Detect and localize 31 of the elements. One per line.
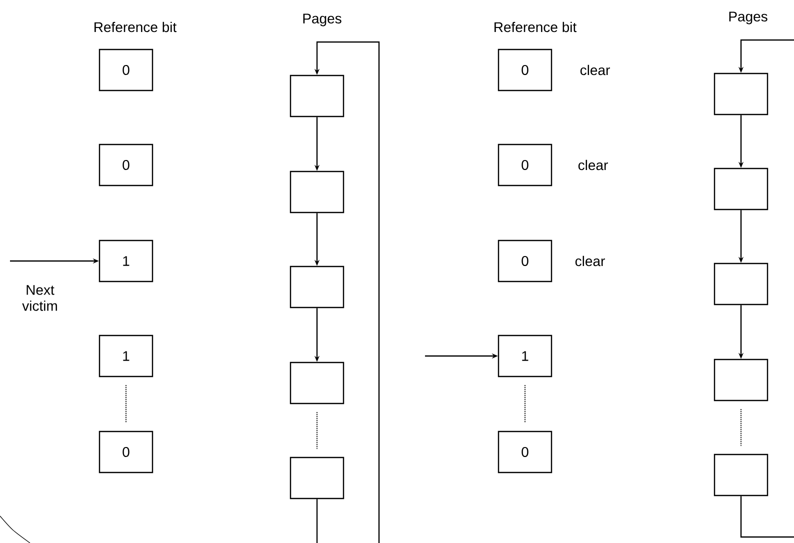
dotted-line: [740, 408, 742, 446]
column-heading: Reference bit: [494, 22, 577, 32]
bit-box: 0: [498, 144, 552, 186]
column-heading: Reference bit: [94, 22, 177, 32]
clear-label: clear: [575, 256, 605, 266]
page-box: [714, 454, 768, 496]
bit-box: 1: [98, 240, 154, 282]
bit-box: 0: [498, 430, 552, 474]
bit-box: 1: [98, 334, 154, 378]
page-box: [714, 262, 768, 306]
bit-box: 0: [98, 144, 154, 186]
bit-box: 0: [98, 48, 154, 92]
clear-label: clear: [580, 64, 610, 76]
bit-box: 0: [498, 240, 552, 282]
dotted-line: [316, 412, 318, 450]
clear-label: clear: [578, 160, 608, 170]
page-box: [290, 74, 344, 118]
page-box: [290, 456, 344, 500]
page-box: [290, 170, 344, 214]
page-box: [290, 362, 344, 404]
column-heading: Pages: [303, 14, 342, 26]
page-box: [714, 358, 768, 402]
bit-box: 1: [498, 334, 552, 378]
page-box: [290, 266, 344, 308]
bit-box: 0: [98, 430, 154, 474]
page-box: [714, 72, 768, 116]
bit-box: 0: [498, 48, 552, 92]
column-heading: Pages: [729, 12, 768, 24]
dotted-line: [524, 384, 526, 424]
page-box: [714, 168, 768, 210]
edge-label: Next victim: [22, 285, 57, 311]
